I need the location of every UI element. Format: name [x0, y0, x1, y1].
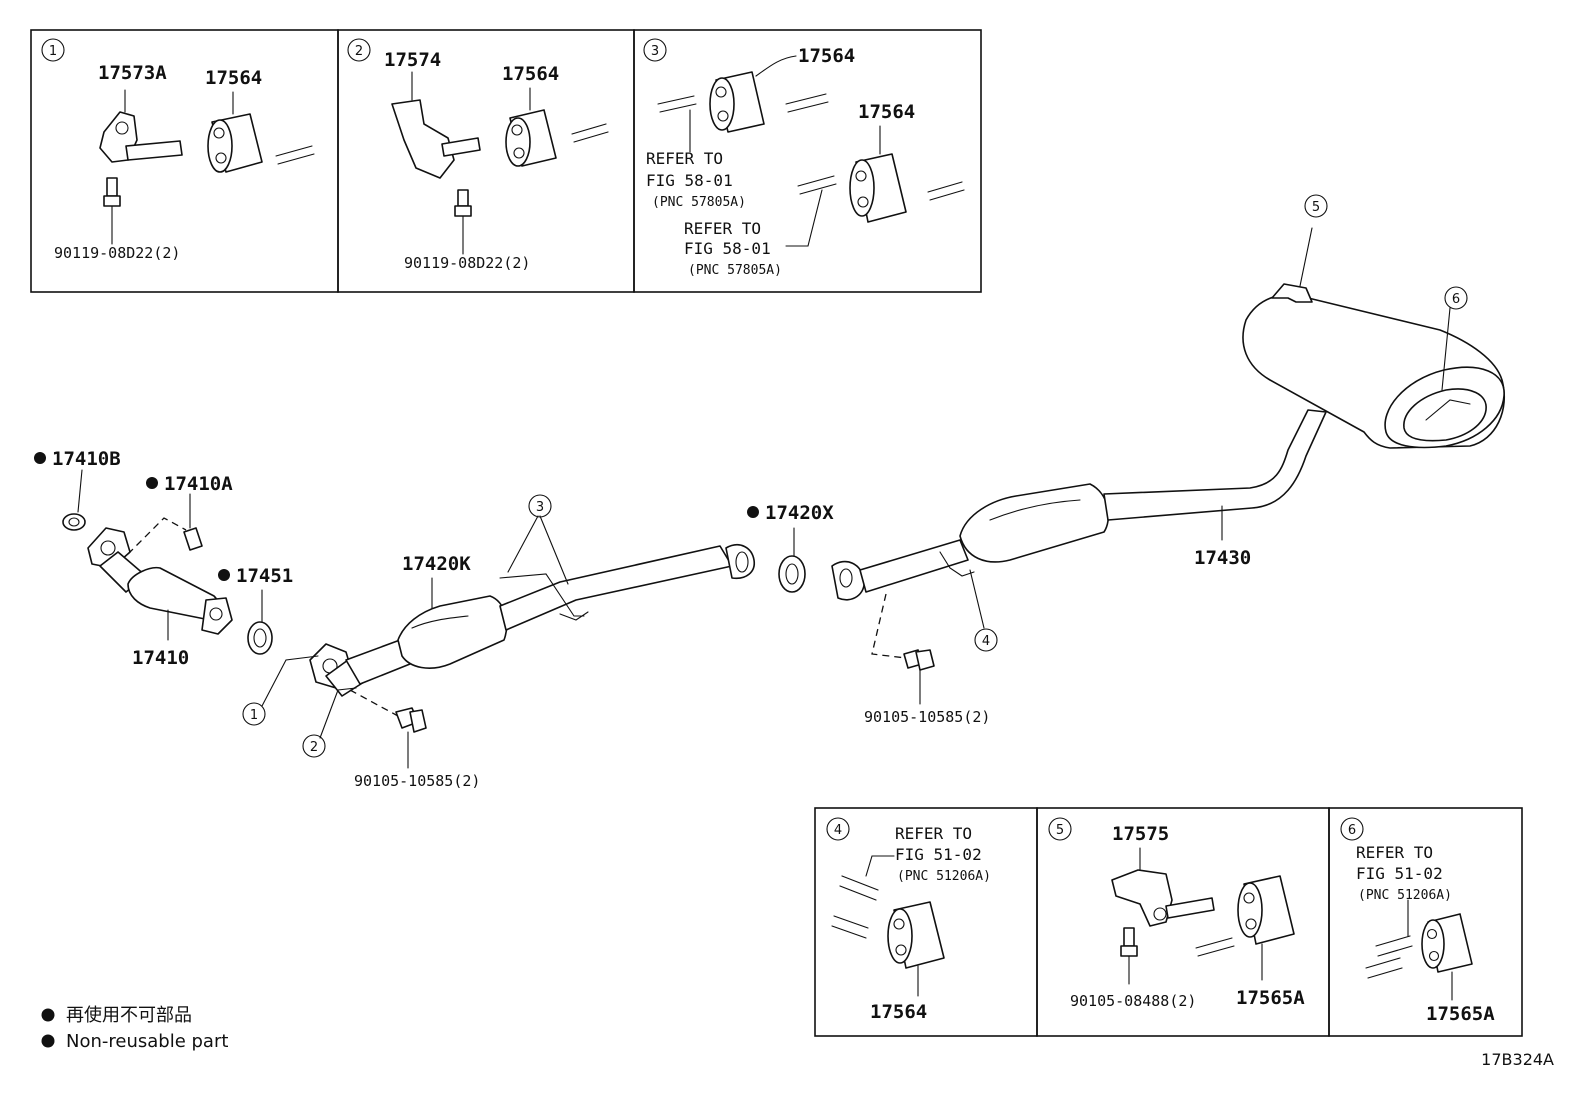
refer-fig-label: FIG 58-01: [646, 171, 733, 190]
refer-to-label: REFER TO: [895, 824, 972, 843]
refer-pnc-label: (PNC 57805A): [652, 195, 746, 210]
rubber-hanger-shape: [1421, 913, 1473, 973]
bolt-90105-10585-label: 90105-10585(2): [354, 772, 480, 790]
rubber-hanger-shape: [709, 71, 765, 133]
center-pipe-group: 17420K 3 1 2 90105-10585(2): [242, 494, 756, 790]
bolt-90119-08D22-label: 90119-08D22(2): [404, 254, 530, 272]
detail-box-5: 5 17575 17565A 90105-08488(2): [1036, 807, 1330, 1037]
callout-1-number: 1: [250, 708, 258, 723]
rubber-hanger-shape: [1237, 875, 1295, 945]
detail-box-3: 3 17564 17564 REFER TO FIG 58-01 (PNC 57…: [633, 29, 982, 293]
refer-fig-label: FIG 51-02: [1356, 864, 1443, 883]
nut-17410A-shape: [183, 527, 203, 551]
callout-2-number: 2: [310, 740, 318, 755]
part-17564-label: 17564: [205, 67, 262, 89]
legend: 再使用不可部品 Non-reusable part: [41, 1005, 228, 1052]
detail-box-2-number: 2: [355, 44, 363, 59]
rubber-hanger-shape: [505, 109, 557, 167]
part-17410A-label: 17410A: [164, 473, 233, 495]
rubber-hanger-shape: [887, 901, 945, 969]
legend-japanese-text: 再使用不可部品: [66, 1005, 192, 1026]
legend-dot: [41, 1034, 55, 1048]
part-17564-label: 17564: [870, 1001, 927, 1023]
bracket-17575-shape: [1111, 869, 1173, 927]
bracket-17574-shape: [391, 99, 455, 179]
part-17430-label: 17430: [1194, 547, 1251, 569]
refer-to-label: REFER TO: [1356, 843, 1433, 862]
detail-box-1-number: 1: [49, 44, 57, 59]
front-pipe-group: 17410B 17410A 17410 17451: [34, 448, 293, 669]
part-17420K-label: 17420K: [402, 553, 471, 575]
gasket-17420X-shape: [778, 555, 806, 593]
part-17451-label: 17451: [236, 565, 293, 587]
refer-fig-label: FIG 58-01: [684, 239, 771, 258]
part-17565A-label: 17565A: [1426, 1003, 1495, 1025]
part-17564-label: 17564: [858, 101, 915, 123]
gasket-17420X-group: 17420X: [747, 502, 834, 593]
detail-box-2: 2 17574 17564 90119-08D22(2): [337, 29, 635, 293]
part-17410B-label: 17410B: [52, 448, 121, 470]
bolt-90119-08D22-label: 90119-08D22(2): [54, 244, 180, 262]
diagram-code: 17B324A: [1481, 1050, 1554, 1069]
refer-fig-label: FIG 51-02: [895, 845, 982, 864]
legend-english-text: Non-reusable part: [66, 1031, 228, 1052]
center-pipe-17420K-shape: [499, 545, 733, 631]
part-17420X-label: 17420X: [765, 502, 834, 524]
refer-pnc-label: (PNC 57805A): [688, 263, 782, 278]
gasket-17451-shape: [247, 621, 273, 655]
tail-converter-shape: [959, 483, 1110, 563]
catalytic-converter-shape: [397, 595, 508, 669]
detail-box-6-number: 6: [1348, 823, 1356, 838]
refer-to-label: REFER TO: [684, 219, 761, 238]
callout-3-number: 3: [536, 500, 544, 515]
non-reusable-dot: [218, 569, 230, 581]
detail-box-4-number: 4: [834, 823, 842, 838]
detail-box-5-number: 5: [1056, 823, 1064, 838]
callout-5-number: 5: [1312, 200, 1320, 215]
callout-6-number: 6: [1452, 292, 1460, 307]
part-17574-label: 17574: [384, 49, 441, 71]
non-reusable-dot: [747, 506, 759, 518]
detail-box-4: 4 REFER TO FIG 51-02 (PNC 51206A) 17564: [814, 807, 1038, 1037]
callout-4-number: 4: [982, 634, 990, 649]
part-17564-label: 17564: [798, 45, 855, 67]
refer-pnc-label: (PNC 51206A): [1358, 888, 1452, 903]
part-17575-label: 17575: [1112, 823, 1169, 845]
tail-pipe-group: 17430 4 90105-10585(2) 5 6: [831, 194, 1506, 726]
non-reusable-dot: [34, 452, 46, 464]
bolt-90105-08488-label: 90105-08488(2): [1070, 992, 1196, 1010]
refer-to-label: REFER TO: [646, 149, 723, 168]
detail-box-3-number: 3: [651, 44, 659, 59]
refer-pnc-label: (PNC 51206A): [897, 869, 991, 884]
part-17410-label: 17410: [132, 647, 189, 669]
detail-box-1: 1 17573A 17564 90119-08D22(2): [30, 29, 339, 293]
part-17565A-label: 17565A: [1236, 987, 1305, 1009]
bolt-90105-10585-label: 90105-10585(2): [864, 708, 990, 726]
rubber-hanger-shape: [207, 113, 263, 173]
tail-pipe-17430-shape: [1103, 409, 1327, 521]
part-17573A-label: 17573A: [98, 62, 167, 84]
part-17564-label: 17564: [502, 63, 559, 85]
rubber-hanger-shape: [849, 153, 907, 223]
tail-pipe-flange: [831, 560, 865, 601]
non-reusable-dot: [146, 477, 158, 489]
gasket-17410B-shape: [62, 513, 86, 531]
legend-dot: [41, 1008, 55, 1022]
detail-box-6: 6 REFER TO FIG 51-02 (PNC 51206A) 17565A: [1328, 807, 1523, 1037]
